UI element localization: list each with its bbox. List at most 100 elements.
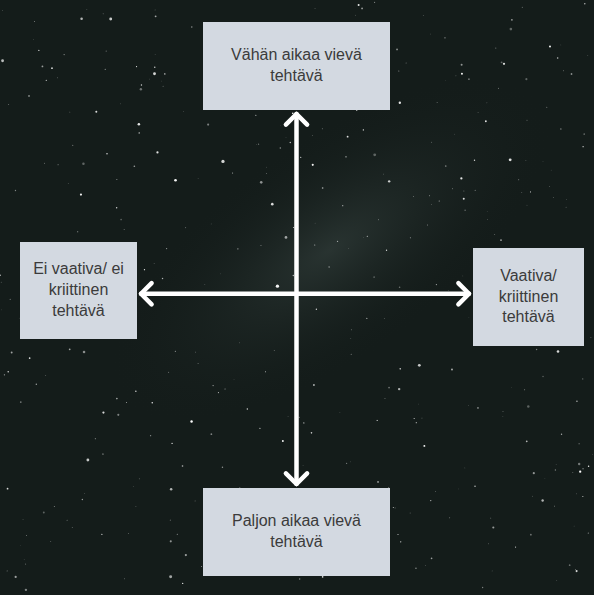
star: [152, 402, 153, 403]
box-label: Vaativa/ kriittinen tehtävä: [481, 266, 576, 328]
star: [542, 161, 544, 163]
star: [312, 164, 314, 166]
star: [53, 506, 55, 508]
star: [557, 350, 560, 353]
star: [194, 500, 196, 502]
star: [80, 17, 83, 20]
star: [154, 9, 156, 11]
star: [477, 112, 479, 114]
star: [351, 354, 352, 355]
star: [468, 405, 470, 407]
star: [44, 162, 46, 164]
star: [0, 281, 2, 283]
star: [492, 526, 494, 528]
star: [377, 420, 378, 421]
star: [435, 491, 437, 493]
star: [311, 134, 313, 136]
star: [258, 144, 259, 145]
star: [280, 124, 282, 126]
star: [149, 78, 151, 80]
star: [405, 62, 407, 64]
star: [155, 15, 157, 17]
star: [584, 133, 585, 134]
star: [7, 371, 8, 372]
star: [285, 136, 287, 138]
star: [548, 186, 550, 188]
star: [265, 166, 267, 168]
star: [141, 84, 142, 85]
star: [170, 488, 173, 491]
star: [190, 420, 192, 422]
star: [23, 559, 25, 561]
star: [2, 9, 4, 11]
star: [163, 86, 164, 87]
star: [422, 14, 424, 16]
box-label: Paljon aikaa vievä tehtävä: [211, 511, 382, 553]
star: [485, 120, 487, 122]
star: [84, 493, 86, 495]
star: [22, 519, 24, 521]
star: [560, 128, 561, 129]
star: [80, 193, 82, 195]
star: [102, 13, 104, 15]
star: [461, 73, 463, 75]
star: [474, 160, 475, 161]
star: [566, 198, 568, 200]
star: [587, 55, 589, 57]
star: [416, 422, 417, 423]
star: [36, 384, 37, 385]
star: [154, 67, 155, 68]
star: [525, 160, 527, 162]
arrow-shaft: [294, 114, 299, 484]
star: [525, 78, 527, 80]
star: [285, 236, 288, 239]
star: [463, 190, 465, 192]
star: [526, 204, 528, 206]
star: [342, 205, 343, 206]
star: [455, 75, 457, 77]
star: [197, 177, 199, 179]
star: [95, 438, 96, 439]
star: [1, 309, 3, 311]
star: [582, 496, 583, 497]
star: [210, 433, 212, 435]
star: [587, 532, 589, 534]
star: [576, 400, 578, 402]
star: [530, 534, 532, 536]
star: [546, 106, 548, 108]
star: [168, 372, 169, 373]
star: [367, 236, 368, 237]
quadrant-box: Vähän aikaa vievä tehtävä: [203, 22, 390, 110]
star: [444, 37, 445, 38]
star: [8, 104, 9, 105]
star: [290, 142, 291, 143]
double-arrow: [141, 283, 469, 304]
star: [552, 197, 554, 199]
star: [571, 73, 573, 75]
star: [452, 188, 454, 190]
star: [486, 211, 488, 213]
star: [322, 576, 324, 578]
star: [363, 237, 365, 239]
star: [185, 554, 187, 556]
star: [265, 371, 266, 372]
double-arrow: [286, 114, 307, 484]
star: [361, 8, 363, 10]
star: [526, 440, 528, 442]
star: [321, 128, 323, 130]
star: [502, 411, 504, 413]
star: [191, 26, 193, 28]
star: [460, 177, 462, 179]
star: [454, 133, 456, 135]
star: [175, 351, 176, 352]
star: [418, 364, 421, 367]
star: [218, 392, 219, 393]
star: [383, 173, 385, 175]
star: [106, 50, 107, 51]
star: [592, 453, 594, 455]
star: [69, 348, 71, 350]
star: [161, 80, 163, 82]
